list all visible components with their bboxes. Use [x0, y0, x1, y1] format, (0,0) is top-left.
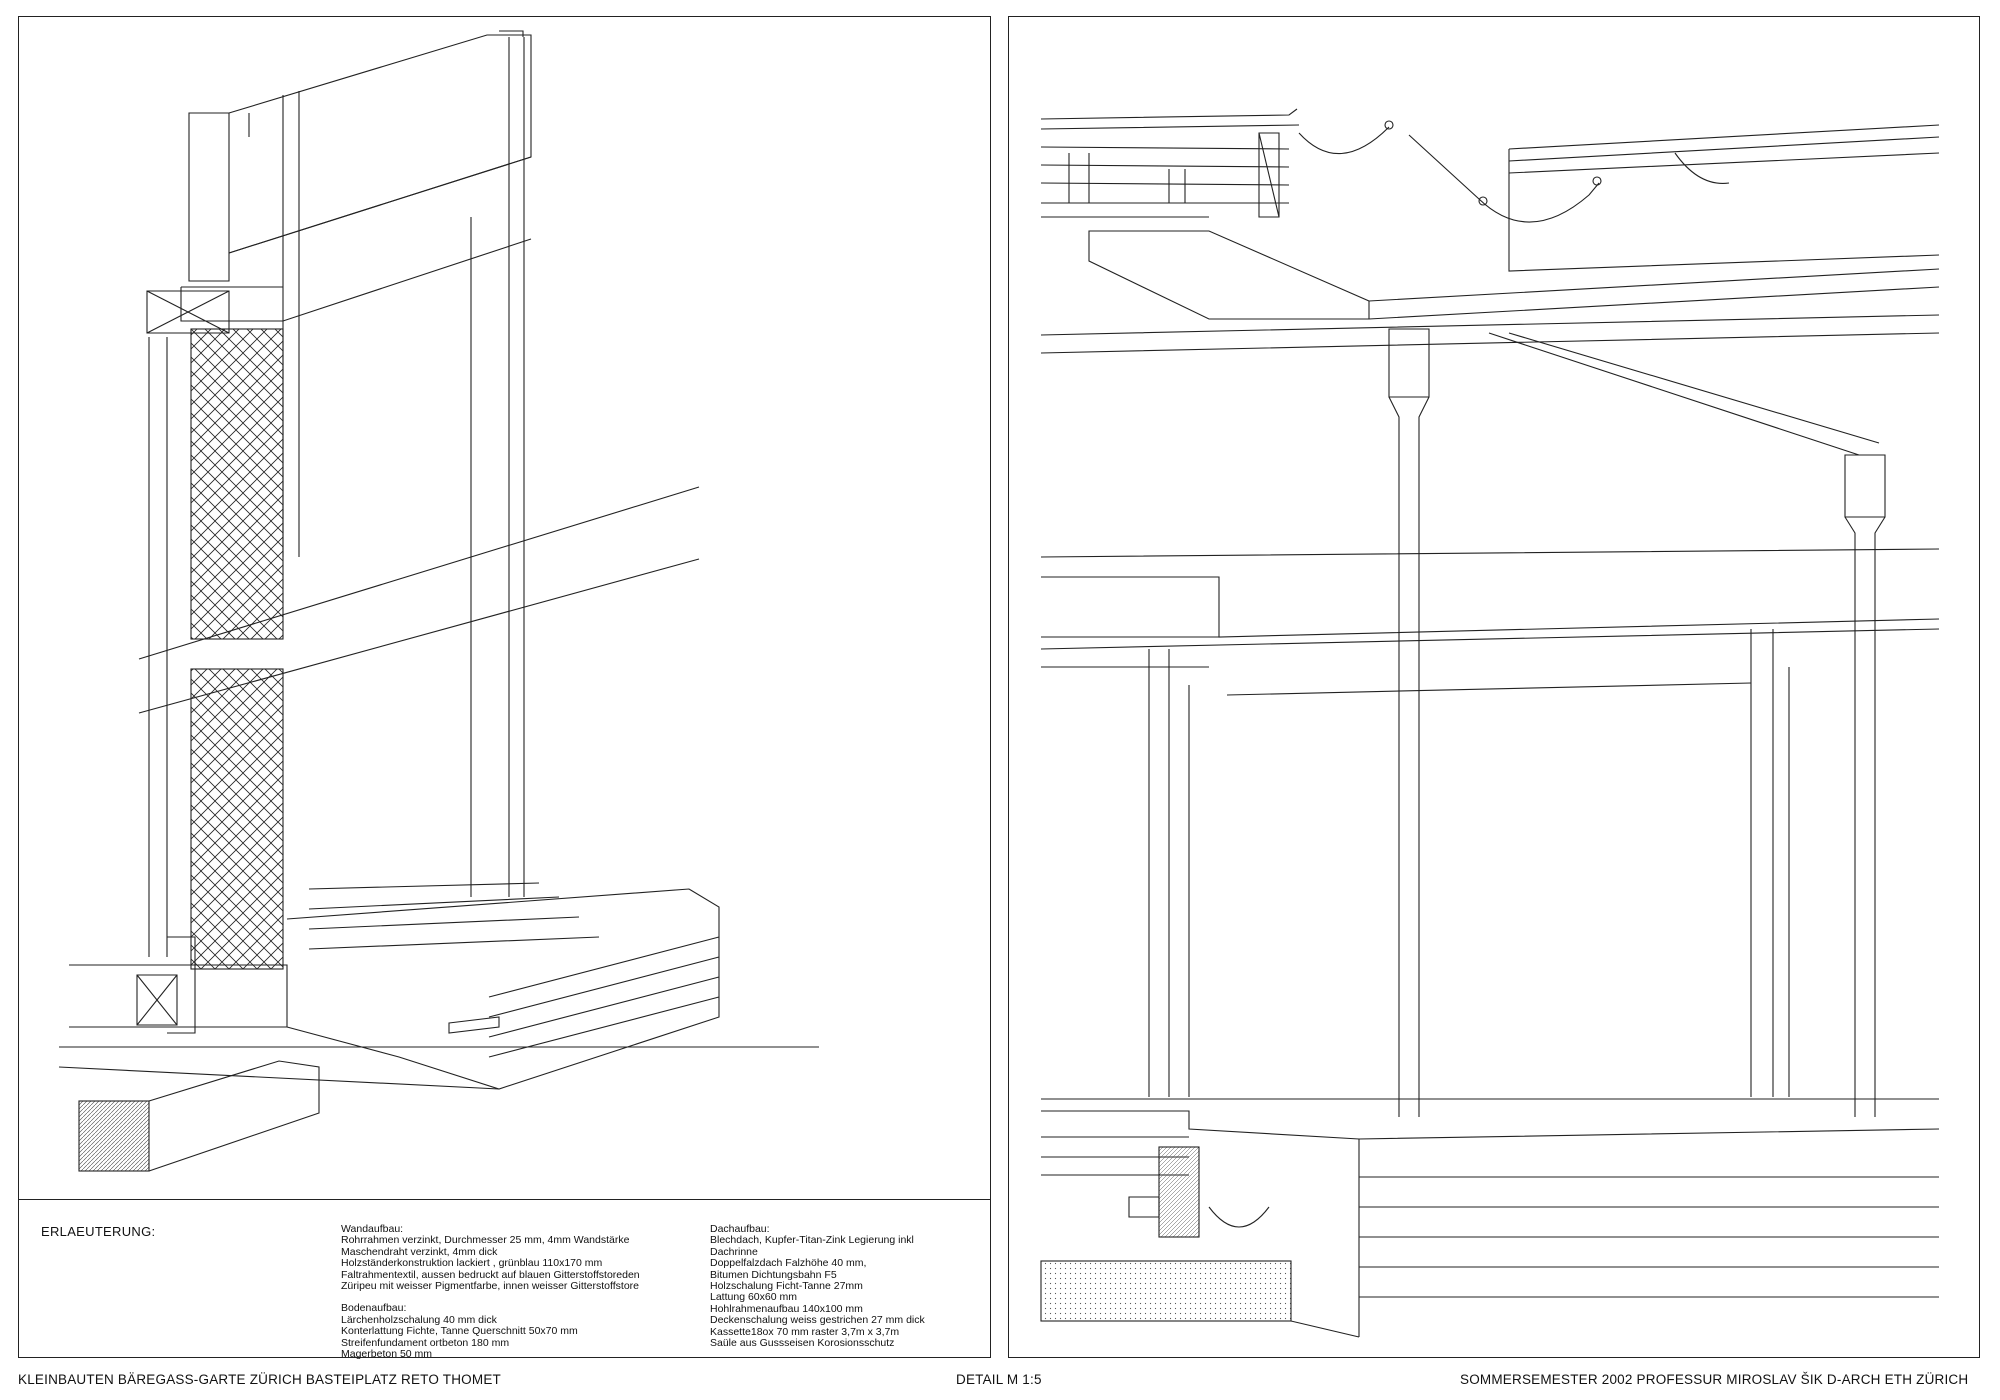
wall-floor-detail-drawing: [58, 30, 819, 1172]
roof-line: Hohlrahmenaufbau 140x100 mm: [710, 1302, 863, 1315]
floor-line: Magerbeton 50 mm: [341, 1348, 433, 1361]
roof-line: Bitumen Dichtungsbahn F5: [710, 1268, 837, 1281]
legend-box: ERLAEUTERUNG: Wandaufbau: Rohrrahmen ver…: [19, 1199, 990, 1361]
roof-line: Holzschalung Ficht-Tanne 27mm: [710, 1280, 863, 1293]
wall-line: Züripeu mit weisser Pigmentfarbe, innen …: [341, 1280, 640, 1293]
roof-line: Lattung 60x60 mm: [710, 1291, 797, 1304]
wall-line: Faltrahmentextil, aussen bedruckt auf bl…: [341, 1268, 640, 1281]
roof-line: Deckenschalung weiss gestrichen 27 mm di…: [710, 1314, 925, 1327]
right-drawing-panel: [1008, 16, 1980, 1358]
left-drawing-panel: ERLAEUTERUNG: Wandaufbau: Rohrrahmen ver…: [18, 16, 991, 1361]
legend-wall-floor-column: Wandaufbau: Rohrrahmen verzinkt, Durchme…: [341, 1223, 640, 1361]
floor-line: Streifenfundament ortbeton 180 mm: [341, 1336, 510, 1349]
floor-line: Konterlattung Fichte, Tanne Querschnitt …: [341, 1325, 578, 1338]
roof-column-detail-drawing: [1040, 108, 1940, 1338]
roof-line: Saüle aus Gussseisen Korosionsschutz: [710, 1337, 895, 1350]
legend-heading: ERLAEUTERUNG:: [41, 1224, 156, 1239]
footer-course-info: SOMMERSEMESTER 2002 PROFESSUR MIROSLAV Š…: [1460, 1372, 1969, 1387]
roof-line: Doppelfalzdach Falzhöhe 40 mm,: [710, 1257, 867, 1270]
floor-title: Bodenaufbau:: [341, 1302, 407, 1315]
wall-title: Wandaufbau:: [341, 1223, 404, 1235]
floor-line: Lärchenholzschalung 40 mm dick: [341, 1313, 497, 1326]
legend-roof-column: Dachaufbau: Blechdach, Kupfer-Titan-Zink…: [710, 1223, 925, 1350]
wall-line: Maschendraht verzinkt, 4mm dick: [341, 1245, 498, 1258]
wall-line: Rohrrahmen verzinkt, Durchmesser 25 mm, …: [341, 1234, 630, 1247]
footer-project-title: KLEINBAUTEN BÄREGASS-GARTE ZÜRICH BASTEI…: [18, 1372, 501, 1387]
roof-line: Kassette18ox 70 mm raster 3,7m x 3,7m: [710, 1325, 900, 1338]
roof-title: Dachaufbau:: [710, 1223, 770, 1235]
footer-scale: DETAIL M 1:5: [956, 1372, 1042, 1387]
wall-line: Holzständerkonstruktion lackiert , grünb…: [341, 1257, 603, 1270]
roof-line: Dachrinne: [710, 1245, 758, 1258]
roof-line: Blechdach, Kupfer-Titan-Zink Legierung i…: [710, 1234, 914, 1247]
